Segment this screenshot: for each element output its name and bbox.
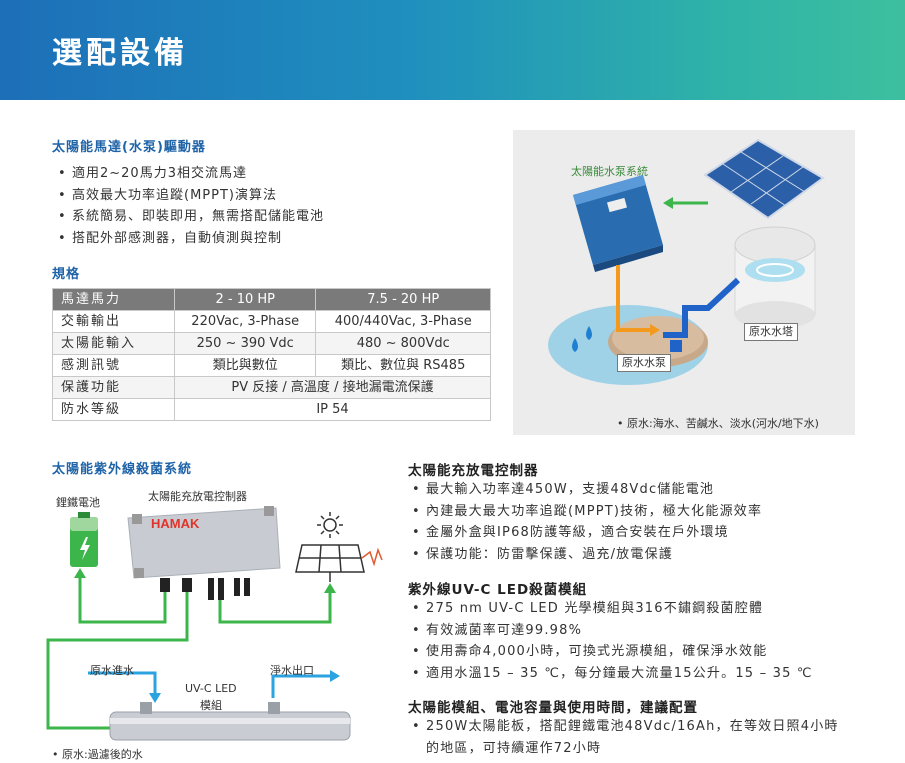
table-cell: 220Vac, 3-Phase [173, 310, 317, 333]
uv-system-illustration [46, 506, 383, 741]
table-row: 感測訊號 類比與數位 類比、數位與 RS485 [52, 354, 491, 377]
table-cell: 類比與數位 [173, 354, 317, 377]
table-cell: 480 ~ 800Vdc [315, 332, 491, 355]
config-bullets: 250W太陽能板，搭配鋰鐵電池48Vdc/16Ah，在等效日照4小時的地區，可持… [410, 716, 844, 759]
table-cell: 保護功能 [52, 376, 175, 399]
outlet-label: 淨水出口 [270, 664, 314, 677]
controller-label: 太陽能充放電控制器 [148, 490, 247, 503]
table-cell: 太陽能輸入 [52, 332, 175, 355]
uvc-module-title: 紫外線UV-C LED殺菌模組 [408, 582, 588, 598]
list-item: 搭配外部感測器，自動偵測與控制 [56, 228, 324, 250]
list-item: 保護功能：防雷擊保護、過充/放電保護 [410, 544, 762, 566]
pump-note: • 原水:海水、苦鹹水、淡水(河水/地下水) [617, 417, 819, 430]
list-item: 250W太陽能板，搭配鋰鐵電池48Vdc/16Ah，在等效日照4小時的地區，可持… [410, 716, 844, 759]
table-row: 防水等級 IP 54 [52, 398, 491, 421]
table-header-cell: 2 - 10 HP [173, 288, 317, 311]
table-header-cell: 7.5 - 20 HP [315, 288, 491, 311]
table-cell: 類比、數位與 RS485 [315, 354, 491, 377]
tank-label: 原水水塔 [744, 323, 798, 341]
charge-controller-bullets: 最大輸入功率達450W，支援48Vdc儲能電池 內建最大最大功率追蹤(MPPT)… [410, 479, 762, 566]
charge-controller-title: 太陽能充放電控制器 [408, 463, 539, 479]
list-item: 內建最大最大功率追蹤(MPPT)技術，極大化能源效率 [410, 501, 762, 523]
page-title: 選配設備 [52, 36, 188, 71]
table-cell: 防水等級 [52, 398, 175, 421]
table-cell: 感測訊號 [52, 354, 175, 377]
list-item: 275 nm UV-C LED 光學模組與316不鏽鋼殺菌腔體 [410, 598, 813, 620]
table-cell: IP 54 [174, 398, 491, 421]
spec-title: 規格 [52, 267, 81, 282]
motor-driver-title: 太陽能馬達(水泵)驅動器 [52, 140, 206, 155]
list-item: 有效滅菌率可達99.98% [410, 620, 813, 642]
config-title: 太陽能模組、電池容量與使用時間，建議配置 [408, 700, 698, 716]
uvc-module-bullets: 275 nm UV-C LED 光學模組與316不鏽鋼殺菌腔體 有效滅菌率可達9… [410, 598, 813, 685]
list-item: 使用壽命4,000小時，可換式光源模組，確保淨水效能 [410, 641, 813, 663]
pump-label: 原水水泵 [617, 354, 671, 372]
uv-module-label-1: UV-C LED [185, 682, 237, 695]
list-item: 高效最大功率追蹤(MPPT)演算法 [56, 185, 324, 207]
pump-system-title: 太陽能水泵系統 [571, 165, 648, 178]
table-cell: 250 ~ 390 Vdc [173, 332, 317, 355]
table-cell: 400/440Vac, 3-Phase [315, 310, 491, 333]
uv-module-label-2: 模組 [200, 699, 222, 712]
table-cell: 交輸輸出 [52, 310, 175, 333]
list-item: 適用水溫15 – 35 ℃，每分鐘最大流量15公升。15 – 35 ℃ [410, 663, 813, 685]
pump-system-illustration [548, 138, 825, 385]
motor-driver-bullets: 適用2~20馬力3相交流馬達 高效最大功率追蹤(MPPT)演算法 系統簡易、即裝… [56, 163, 324, 249]
table-row: 太陽能輸入 250 ~ 390 Vdc 480 ~ 800Vdc [52, 332, 491, 355]
header-banner: 選配設備 [0, 0, 905, 100]
list-item: 最大輸入功率達450W，支援48Vdc儲能電池 [410, 479, 762, 501]
uv-note: • 原水:過濾後的水 [52, 748, 143, 761]
list-item: 金屬外盒與IP68防護等級，適合安裝在戶外環境 [410, 522, 762, 544]
inlet-label: 原水進水 [90, 664, 134, 677]
spec-table: 馬達馬力 2 - 10 HP 7.5 - 20 HP 交輸輸出 220Vac, … [52, 288, 491, 421]
table-row: 交輸輸出 220Vac, 3-Phase 400/440Vac, 3-Phase [52, 310, 491, 333]
table-cell: PV 反接 / 高溫度 / 接地漏電流保護 [174, 376, 491, 399]
list-item: 適用2~20馬力3相交流馬達 [56, 163, 324, 185]
battery-label: 鋰鐵電池 [56, 496, 100, 509]
list-item: 系統簡易、即裝即用，無需搭配儲能電池 [56, 206, 324, 228]
controller-box: HAMAK [136, 506, 260, 566]
brand-logo: HAMAK [151, 516, 200, 531]
table-header-cell: 馬達馬力 [52, 288, 175, 311]
uv-system-title: 太陽能紫外線殺菌系統 [52, 462, 193, 477]
table-header-row: 馬達馬力 2 - 10 HP 7.5 - 20 HP [52, 288, 491, 311]
pump-system-diagram: 太陽能水泵系統 原水水塔 原水水泵 • 原水: [513, 130, 855, 435]
table-row: 保護功能 PV 反接 / 高溫度 / 接地漏電流保護 [52, 376, 491, 399]
